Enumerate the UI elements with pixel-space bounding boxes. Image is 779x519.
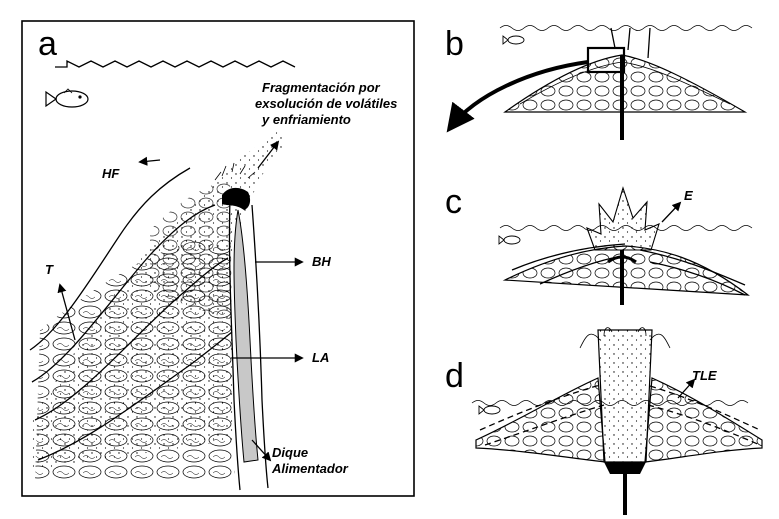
fish-icon <box>479 406 500 414</box>
label-bh: BH <box>312 254 331 269</box>
label-t: T <box>45 262 54 277</box>
fish-icon <box>503 36 524 44</box>
panel-a-letter: a <box>38 25 57 63</box>
label-la: LA <box>312 350 329 365</box>
eruption-column <box>598 330 652 462</box>
water-wave-icon <box>500 26 752 31</box>
caption-line-3: y enfriamiento <box>261 112 351 127</box>
panel-c-letter: c <box>445 183 462 221</box>
panel-d-letter: d <box>445 357 464 395</box>
label-tle: TLE <box>692 368 717 383</box>
arrow-icon <box>662 203 680 222</box>
fish-icon <box>499 236 520 244</box>
label-alimentador: Alimentador <box>271 461 349 476</box>
label-e: E <box>684 188 693 203</box>
panel-b-letter: b <box>445 25 464 63</box>
cone-left-flank <box>476 378 605 462</box>
panel-c: c E <box>445 183 752 305</box>
label-dique: Dique <box>272 445 308 460</box>
caption-line-2: exsolución de volátiles <box>255 96 397 111</box>
eruption-plume <box>587 188 659 250</box>
label-hf: HF <box>102 166 120 181</box>
mound <box>505 246 748 295</box>
vent-cap <box>604 462 646 474</box>
panel-b: b <box>445 25 752 140</box>
panel-a: a Fragmentación por exsolución de voláti… <box>22 21 414 496</box>
caption-line-1: Fragmentación por <box>262 80 381 95</box>
vent-streaks <box>611 28 650 58</box>
panel-d: d TLE <box>445 328 762 515</box>
